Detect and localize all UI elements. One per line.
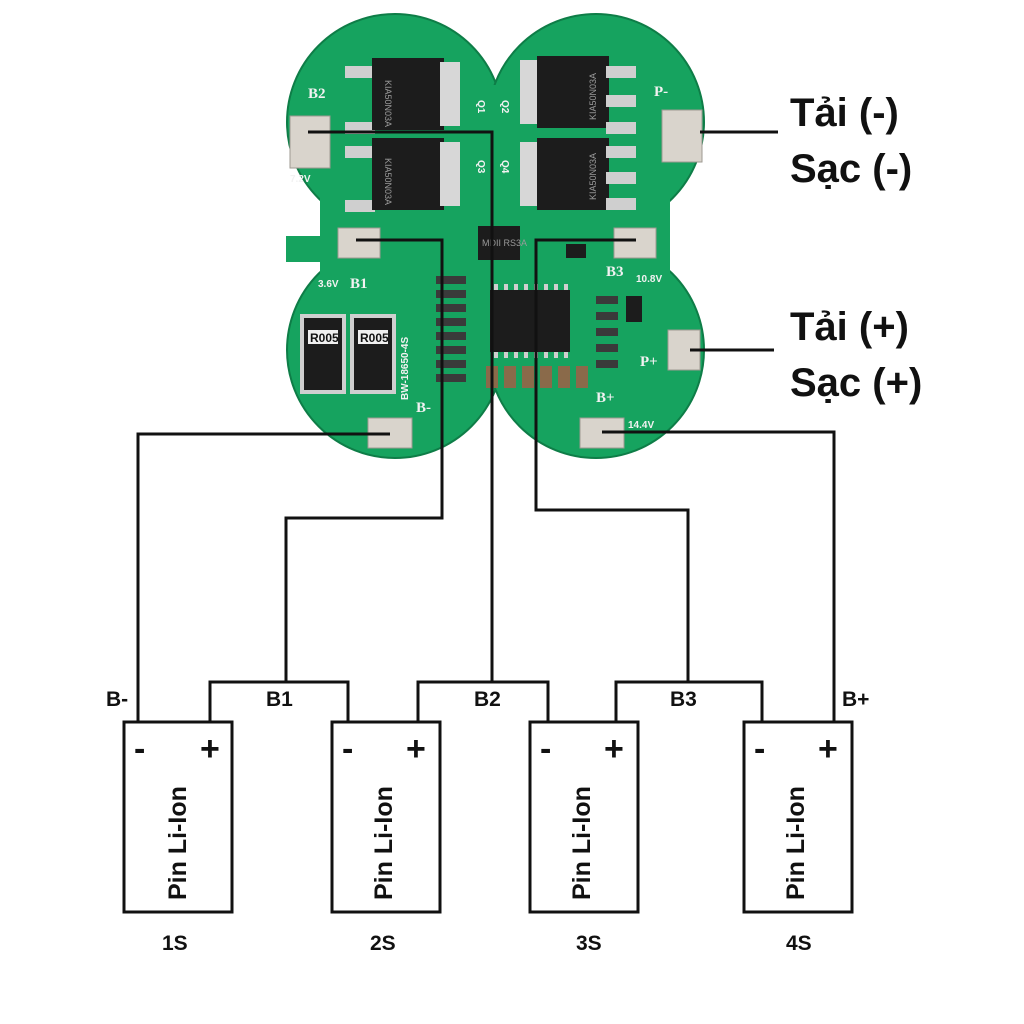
silk-p-plus: P+ bbox=[640, 354, 658, 370]
bms-board: KIA50N03A KIA50N03A KIA50N03A KIA50N03A bbox=[286, 13, 705, 459]
bridge-b2 bbox=[416, 680, 550, 722]
cell-plus-terminal: + bbox=[200, 730, 220, 768]
ic-bms-controller bbox=[490, 290, 570, 352]
bridge-b1 bbox=[208, 680, 350, 722]
cell-body bbox=[528, 720, 640, 914]
wire-b3 bbox=[534, 238, 690, 682]
cell-plus-terminal: + bbox=[818, 730, 838, 768]
mosfet-q1: KIA50N03A bbox=[345, 58, 460, 134]
cell-plus-terminal: + bbox=[406, 730, 426, 768]
cell-plus-terminal: + bbox=[604, 730, 624, 768]
bridge-b3 bbox=[614, 680, 764, 722]
mosfet-q3: KIA50N03A bbox=[520, 56, 636, 134]
cell-minus-terminal: - bbox=[754, 730, 765, 768]
node-label-b1: B1 bbox=[266, 688, 293, 711]
shunt-label: R005 bbox=[310, 331, 339, 345]
cell-name: Pin Li-Ion bbox=[164, 786, 192, 900]
mosfet-label: KIA50N03A bbox=[588, 153, 598, 200]
silk-7-2v: 7.2V bbox=[290, 174, 311, 185]
wiring bbox=[136, 130, 836, 722]
silk-10-8v: 10.8V bbox=[636, 274, 662, 285]
shunt-resistor-2: R005 bbox=[350, 314, 396, 394]
silk-3-6v: 3.6V bbox=[318, 279, 339, 290]
silk-b1: B1 bbox=[350, 276, 368, 292]
cell-body bbox=[742, 720, 854, 914]
mosfet-label: KIA50N03A bbox=[383, 80, 393, 127]
cell-body bbox=[330, 720, 442, 914]
silk-b-minus: B- bbox=[416, 400, 431, 416]
silk-b-plus: B+ bbox=[596, 390, 615, 406]
label-load-negative: Tải (-) bbox=[790, 91, 899, 135]
silk-q1: Q1 bbox=[475, 100, 486, 114]
cell-body bbox=[122, 720, 234, 914]
cell-caption: 1S bbox=[162, 932, 188, 955]
smd-components bbox=[436, 244, 642, 388]
wire-b1 bbox=[284, 238, 444, 682]
cell-name: Pin Li-Ion bbox=[370, 786, 398, 900]
pad-p-minus bbox=[661, 109, 703, 163]
label-charge-positive: Sạc (+) bbox=[790, 361, 922, 405]
node-label-b3: B3 bbox=[670, 688, 697, 711]
silk-p-minus: P- bbox=[654, 84, 668, 100]
mosfet-label: KIA50N03A bbox=[383, 158, 393, 205]
silk-14-4v: 14.4V bbox=[628, 420, 654, 431]
mosfet-q4: KIA50N03A bbox=[520, 138, 636, 210]
label-load-positive: Tải (+) bbox=[790, 305, 909, 349]
silk-q2: Q2 bbox=[499, 100, 510, 114]
pad-b1 bbox=[337, 227, 381, 259]
mosfet-q2: KIA50N03A bbox=[345, 138, 460, 212]
silk-b3: B3 bbox=[606, 264, 624, 280]
node-label-b-minus: B- bbox=[106, 688, 128, 711]
cell-name: Pin Li-Ion bbox=[568, 786, 596, 900]
battery-cell-3: - + Pin Li-Ion 3S bbox=[528, 720, 640, 955]
silk-model: BW-18650-4S bbox=[400, 337, 411, 400]
cell-caption: 3S bbox=[576, 932, 602, 955]
wire-b-plus bbox=[602, 430, 836, 722]
pad-b2 bbox=[289, 115, 331, 169]
wire-b-minus bbox=[136, 432, 390, 722]
wire-b2 bbox=[308, 130, 494, 682]
silk-q3: Q3 bbox=[475, 160, 486, 174]
label-charge-negative: Sạc (-) bbox=[790, 147, 912, 191]
silk-q4: Q4 bbox=[499, 160, 510, 174]
cell-caption: 4S bbox=[786, 932, 812, 955]
battery-cell-2: - + Pin Li-Ion 2S bbox=[330, 720, 442, 955]
cell-name: Pin Li-Ion bbox=[782, 786, 810, 900]
node-label-b2: B2 bbox=[474, 688, 501, 711]
cell-caption: 2S bbox=[370, 932, 396, 955]
shunt-label: R005 bbox=[360, 331, 389, 345]
node-label-b-plus: B+ bbox=[842, 688, 869, 711]
battery-cell-4: - + Pin Li-Ion 4S bbox=[742, 720, 854, 955]
cell-minus-terminal: - bbox=[134, 730, 145, 768]
silk-b2: B2 bbox=[308, 86, 326, 102]
mosfet-label: KIA50N03A bbox=[588, 73, 598, 120]
cell-minus-terminal: - bbox=[540, 730, 551, 768]
battery-cell-1: - + Pin Li-Ion 1S bbox=[122, 720, 234, 955]
pad-b3 bbox=[613, 227, 657, 259]
ic-mdii bbox=[478, 226, 520, 260]
cell-minus-terminal: - bbox=[342, 730, 353, 768]
shunt-resistor-1: R005 bbox=[300, 314, 346, 394]
ic-mdii-label: MDII RS3A bbox=[482, 238, 527, 248]
